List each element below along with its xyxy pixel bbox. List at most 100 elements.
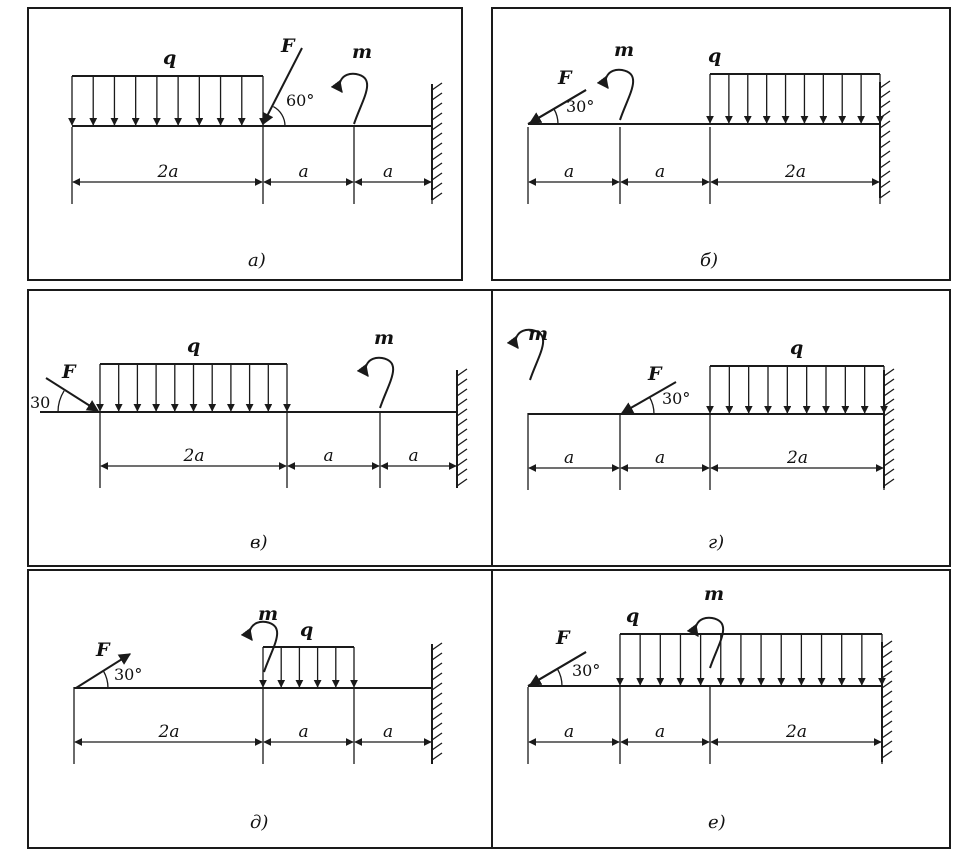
moment-label: m	[704, 583, 724, 605]
wall-hatch	[881, 640, 893, 649]
wall-hatch	[431, 172, 443, 181]
panel-caption: д)	[250, 812, 268, 833]
angle-label: 30°	[566, 97, 594, 116]
wall-hatch	[883, 368, 895, 377]
wall-hatch	[456, 408, 468, 417]
wall-hatch	[431, 102, 443, 111]
force-label: F	[280, 35, 296, 57]
load-label: q	[708, 45, 721, 67]
wall-hatch	[431, 112, 443, 121]
wall-hatch	[431, 742, 443, 751]
wall-hatch	[883, 478, 895, 487]
wall-hatch	[431, 152, 443, 161]
angle-label: 30°	[114, 665, 142, 684]
wall-hatch	[879, 90, 891, 99]
moment-label: m	[258, 603, 278, 625]
dimension-label: a	[409, 446, 419, 466]
wall-hatch	[431, 672, 443, 681]
wall-hatch	[431, 692, 443, 701]
wall-hatch	[883, 398, 895, 407]
dimension-label: 2a	[786, 448, 808, 468]
dimension-label: a	[564, 448, 574, 468]
force-arrow	[75, 653, 132, 689]
wall-hatch	[883, 418, 895, 427]
dimension-label: a	[299, 722, 309, 742]
wall-hatch	[883, 408, 895, 417]
panel-caption: в)	[250, 532, 268, 553]
angle-label: 30°	[662, 389, 690, 408]
wall-hatch	[431, 712, 443, 721]
wall-hatch	[456, 368, 468, 377]
panel-caption: а)	[248, 250, 266, 271]
wall-hatch	[879, 140, 891, 149]
wall-hatch	[879, 130, 891, 139]
force-label: F	[557, 67, 573, 89]
wall-hatch	[883, 468, 895, 477]
wall-hatch	[456, 378, 468, 387]
wall-hatch	[431, 142, 443, 151]
angle-arc	[553, 108, 559, 125]
dimension-label: a	[564, 162, 574, 182]
wall-hatch	[431, 752, 443, 761]
wall-hatch	[456, 478, 468, 487]
load-label: q	[300, 619, 313, 641]
moment-arc	[596, 68, 635, 121]
wall-hatch	[431, 722, 443, 731]
dimension-label: a	[324, 446, 334, 466]
panel-frame	[27, 7, 463, 281]
moment-arc	[506, 328, 545, 381]
angle-arc	[273, 106, 286, 127]
wall-hatch	[879, 170, 891, 179]
load-label: q	[790, 337, 803, 359]
wall-hatch	[456, 468, 468, 477]
angle-label: 30	[30, 393, 50, 412]
wall-hatch	[431, 92, 443, 101]
dimension-label: a	[655, 448, 665, 468]
wall-hatch	[456, 448, 468, 457]
wall-hatch	[431, 652, 443, 661]
force-label: F	[555, 627, 571, 649]
load-label: q	[626, 605, 639, 627]
wall-hatch	[881, 650, 893, 659]
wall-hatch	[879, 120, 891, 129]
wall-hatch	[881, 660, 893, 669]
angle-arc	[102, 670, 109, 689]
angle-arc	[648, 396, 655, 415]
panel-frame	[491, 7, 951, 281]
moment-label: m	[528, 323, 548, 345]
moment-label: m	[374, 327, 394, 349]
wall-hatch	[456, 428, 468, 437]
wall-hatch	[456, 458, 468, 467]
wall-hatch	[881, 740, 893, 749]
force-arrow	[528, 651, 587, 686]
wall-hatch	[431, 122, 443, 131]
wall-hatch	[881, 690, 893, 699]
wall-hatch	[879, 180, 891, 189]
dimension-label: a	[655, 722, 665, 742]
panel-frame	[27, 289, 493, 567]
angle-arc	[57, 390, 65, 413]
wall-hatch	[879, 100, 891, 109]
dimension-label: a	[299, 162, 309, 182]
moment-label: m	[352, 41, 372, 63]
moment-arc	[240, 620, 279, 673]
wall-hatch	[431, 642, 443, 651]
wall-hatch	[879, 110, 891, 119]
wall-hatch	[431, 682, 443, 691]
load-label: q	[187, 335, 200, 357]
wall-hatch	[883, 438, 895, 447]
panel-frame	[491, 569, 951, 849]
wall-hatch	[881, 750, 893, 759]
wall-hatch	[431, 162, 443, 171]
wall-hatch	[881, 720, 893, 729]
wall-hatch	[431, 702, 443, 711]
force-label: F	[647, 363, 663, 385]
wall-hatch	[879, 80, 891, 89]
wall-hatch	[431, 132, 443, 141]
dimension-label: a	[655, 162, 665, 182]
wall-hatch	[879, 190, 891, 199]
